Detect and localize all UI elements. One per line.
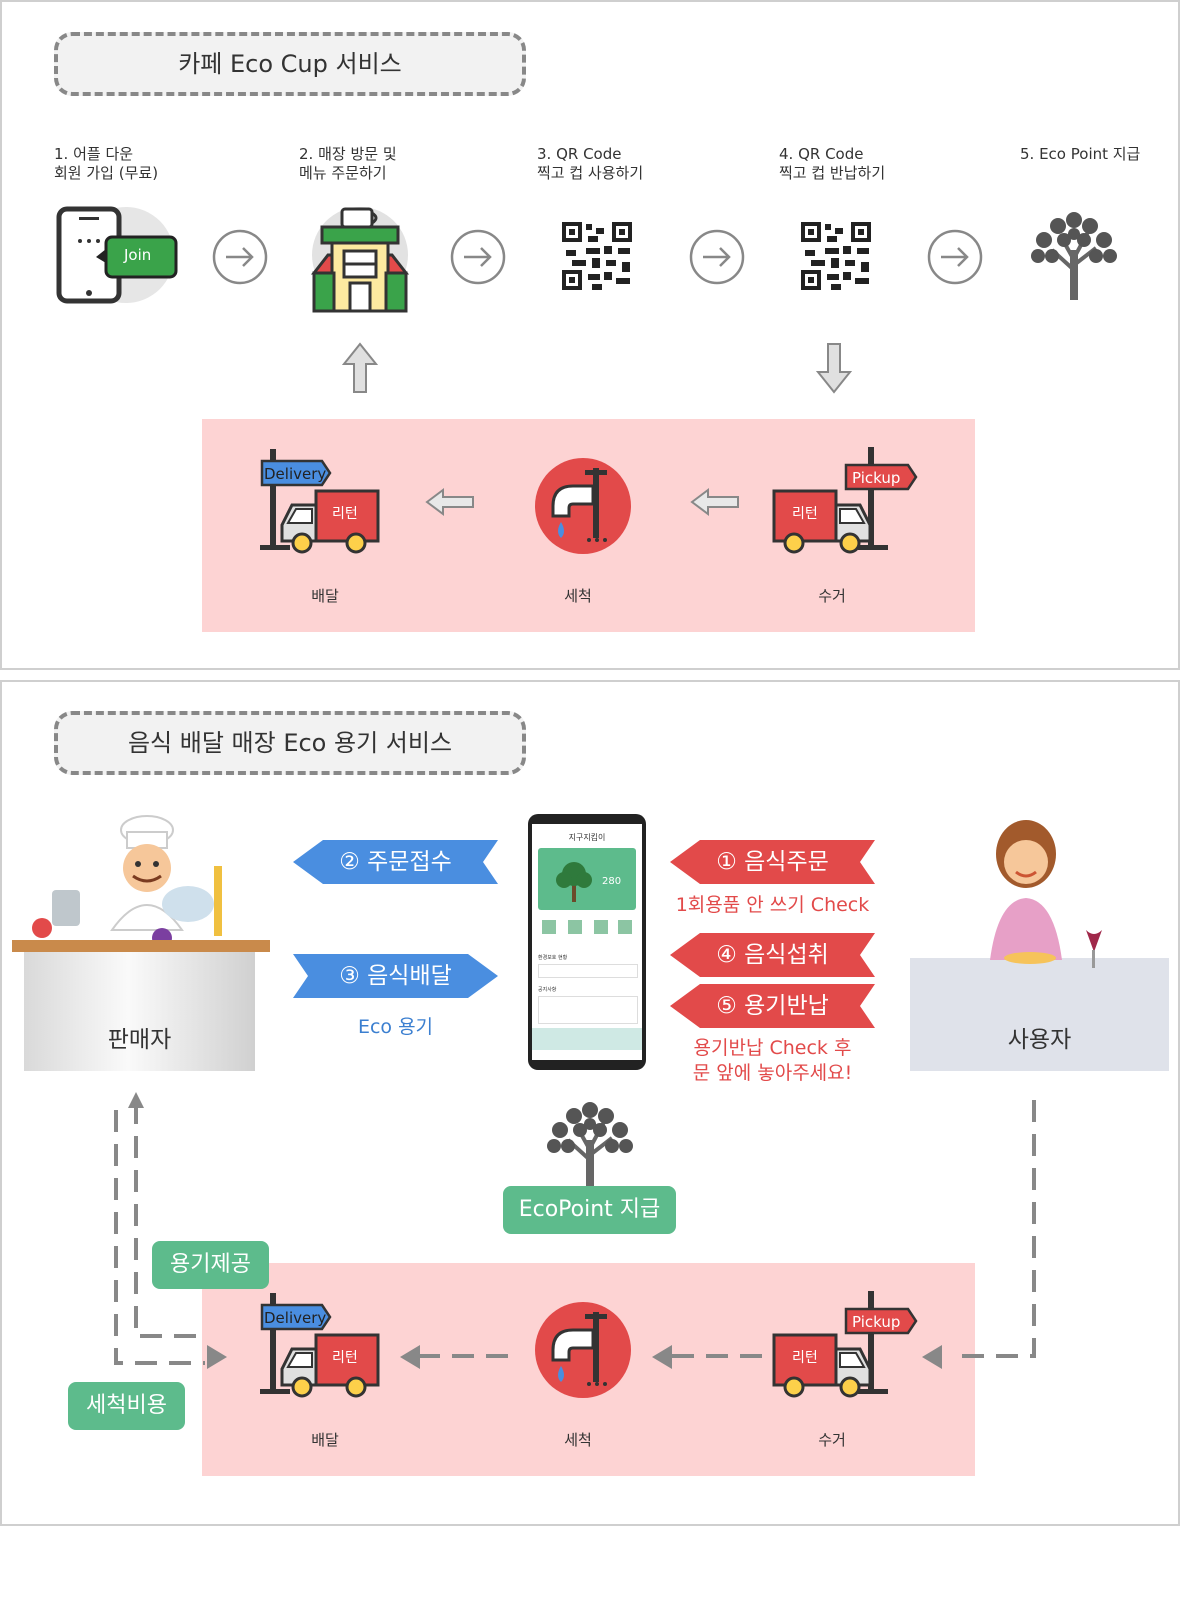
woman-illustration [960,810,1120,974]
app-phone: 지구지킴이 280 환경보호 현황 공지사항 [528,814,646,1070]
left-arrow-icon [425,488,475,520]
cafe-title: 카페 Eco Cup 서비스 [54,32,526,96]
step-3-label: 3. QR Code 찍고 컵 사용하기 [537,145,644,182]
left-arrowhead-icon [205,1345,227,1373]
qr-code-icon [562,222,632,294]
step-1-label: 1. 어플 다운 회원 가입 (무료) [54,145,159,182]
delivery-sign-label: Delivery [264,465,327,483]
tree-icon [1030,210,1118,304]
order-receive-ribbon: ② 주문접수 [293,840,498,884]
truck-label: 리턴 [332,1350,358,1366]
app-section-status: 환경보호 현황 [538,955,568,961]
app-points: 280 [602,876,622,887]
down-arrow-icon [815,342,853,398]
right-arrow-circle-icon [450,229,506,289]
left-arrow-icon [690,488,740,520]
truck-label: 리턴 [792,1350,818,1366]
step-5-label: 5. Eco Point 지급 [1020,145,1141,163]
eat-ribbon: ④ 음식섭취 [670,933,875,977]
pickup-truck-icon: Pickup 리턴 [772,1289,920,1399]
faucet-wash-icon [533,456,633,560]
delivery-truck-icon: Delivery 리턴 [258,1289,382,1399]
app-banner [532,1028,642,1050]
food-title: 음식 배달 매장 Eco 용기 서비스 [54,711,526,775]
app-notice-box [538,996,638,1024]
faucet-wash-icon [533,1300,633,1404]
right-arrow-circle-icon [212,229,268,289]
dashed-connector-lines [0,1080,1176,1394]
wash-caption: 세척 [564,1431,592,1449]
delivery-caption: 배달 [311,1431,339,1449]
return-check-note: 용기반납 Check 후 문 앞에 놓아주세요! [692,1037,853,1084]
pickup-caption: 수거 [818,587,846,605]
food-order-ribbon: ① 음식주문 [670,840,875,884]
app-screen: 지구지킴이 280 환경보호 현황 공지사항 [532,824,642,1060]
single-use-check-note: 1회용품 안 쓰기 Check [675,894,870,916]
truck-label: 리턴 [332,506,358,522]
eco-container-note: Eco 용기 [357,1016,434,1038]
food-delivery-ribbon: ③ 음식배달 [293,954,498,998]
tree-icon [546,1100,634,1194]
pickup-sign-label: Pickup [852,469,901,487]
app-menu-icons [538,916,636,940]
pickup-truck-icon: Pickup 리턴 [772,445,920,555]
app-header-card: 280 [538,848,636,910]
user-label: 사용자 [1007,1027,1072,1053]
step-4-label: 4. QR Code 찍고 컵 반납하기 [779,145,886,182]
ecopoint-badge: EcoPoint 지급 [503,1186,676,1234]
wash-caption: 세척 [564,587,592,605]
app-section-notice: 공지사항 [538,987,557,993]
app-title: 지구지킴이 [568,833,606,842]
pickup-sign-label: Pickup [852,1313,901,1331]
join-label: Join [124,246,152,264]
seller-box [24,950,255,1071]
left-arrowhead-icon [650,1345,672,1373]
cafe-store-icon [308,205,412,315]
seller-label: 판매자 [107,1027,172,1053]
pickup-caption: 수거 [818,1431,846,1449]
chef-illustration [12,810,272,984]
app-status-row [538,964,638,978]
up-arrow-icon [341,342,379,398]
qr-code-icon [801,222,871,294]
left-arrowhead-icon [920,1345,942,1373]
right-arrow-circle-icon [927,229,983,289]
right-arrow-circle-icon [689,229,745,289]
delivery-sign-label: Delivery [264,1309,327,1327]
user-box [910,958,1169,1071]
delivery-caption: 배달 [311,587,339,605]
phone-join-icon: Join [54,205,180,305]
wash-cost-badge: 세척비용 [68,1382,185,1430]
return-ribbon: ⑤ 용기반납 [670,984,875,1028]
left-arrowhead-icon [398,1345,420,1373]
truck-label: 리턴 [792,506,818,522]
step-2-label: 2. 매장 방문 및 메뉴 주문하기 [299,145,397,182]
container-supply-badge: 용기제공 [152,1241,269,1289]
delivery-truck-icon: Delivery 리턴 [258,445,382,555]
